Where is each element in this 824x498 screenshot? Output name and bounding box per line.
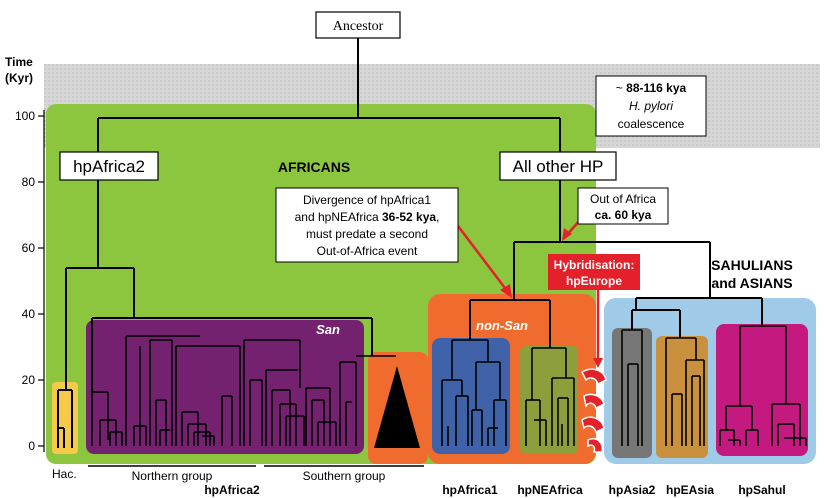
hpafrica1-region (432, 338, 510, 454)
san-label: San (316, 322, 340, 337)
hpsahul-region (716, 324, 808, 456)
ancestor-label: Ancestor (333, 19, 384, 34)
out-of-africa-line2: ca. 60 kya (595, 208, 652, 222)
label-hpsahul: hpSahul (738, 483, 785, 497)
label-hpasia2: hpAsia2 (609, 483, 656, 497)
divergence-line1: Divergence of hpAfrica1 (303, 193, 431, 207)
annotation-arrows (457, 219, 603, 368)
hpasia2-region (612, 328, 652, 458)
all-other-hp-label: All other HP (513, 157, 604, 176)
main-tree (57, 38, 763, 448)
ancestor-box (315, 11, 401, 39)
tick-40: 40 (22, 307, 36, 321)
sahulians-label-line2: and ASIANS (711, 275, 792, 291)
tick-60: 60 (22, 241, 36, 255)
coalescence-box (595, 75, 707, 137)
asia-sahul-subtree (621, 325, 807, 446)
axis-title-time: Time (5, 55, 33, 69)
hybridisation-arrows (581, 368, 607, 453)
hpneafrica-subtree (525, 347, 575, 446)
label-hpafrica2: hpAfrica2 (204, 483, 260, 497)
tick-100: 100 (15, 109, 35, 123)
label-hpeasia: hpEAsia (666, 483, 714, 497)
africans-label: AFRICANS (278, 159, 350, 175)
label-hpafrica1: hpAfrica1 (442, 483, 498, 497)
coalescence-range: ~ 88-116 kya (616, 81, 687, 95)
coalescence-species: H. pylori (629, 99, 673, 113)
hpafrica1-subtree (441, 339, 507, 446)
bottom-labels: Hac. Northern group Southern group hpAfr… (52, 465, 786, 497)
out-of-africa-line1: Out of Africa (590, 192, 656, 206)
label-hac: Hac. (52, 467, 77, 481)
hpafrica2-node-box (59, 151, 159, 181)
axis-title-kyr: (Kyr) (5, 71, 33, 85)
label-southern: Southern group (303, 469, 386, 483)
axis-tick-labels: 100 80 60 40 20 0 (15, 109, 35, 453)
tick-20: 20 (22, 373, 36, 387)
non-san-label: non-San (476, 318, 528, 333)
hybridisation-box (548, 254, 640, 290)
tick-0: 0 (28, 439, 35, 453)
san-region (86, 320, 364, 454)
hybridisation-line1: Hybridisation: (554, 258, 635, 272)
divergence-line4: Out-of-Africa event (317, 244, 418, 258)
out-of-africa-box (577, 187, 669, 225)
label-northern: Northern group (132, 469, 213, 483)
hpneafrica-region (520, 346, 578, 454)
sahulians-label-line1: SAHULIANS (711, 257, 793, 273)
hpafrica2-node-label: hpAfrica2 (73, 157, 145, 176)
all-other-hp-box (499, 151, 617, 181)
divergence-line3: must predate a second (306, 227, 428, 241)
divergence-box (275, 187, 459, 263)
collapsed-clade-triangle (374, 366, 420, 448)
san-subtree (91, 335, 396, 446)
hybridisation-line2: hpEurope (566, 274, 622, 288)
time-axis (38, 110, 45, 452)
coalescence-word: coalescence (618, 117, 685, 131)
divergence-line2: and hpNEAfrica 36-52 kya, (295, 210, 440, 224)
tick-80: 80 (22, 175, 36, 189)
label-hpneafrica: hpNEAfrica (517, 483, 583, 497)
